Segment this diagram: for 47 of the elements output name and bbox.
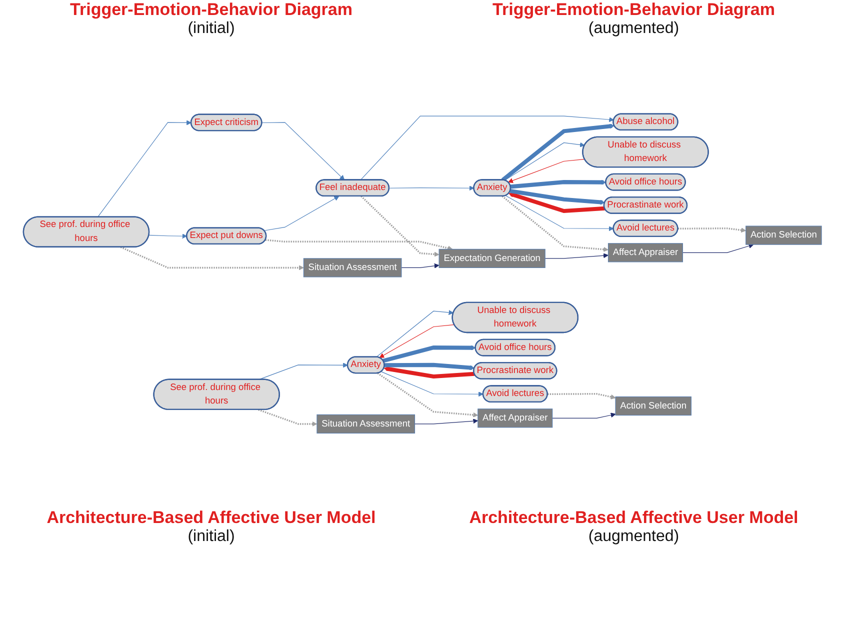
arrow xyxy=(510,188,606,204)
node-box: Action Selection xyxy=(615,396,692,416)
arrow xyxy=(388,185,474,190)
arrow xyxy=(262,122,345,180)
arrow xyxy=(502,195,608,252)
arrow xyxy=(505,194,614,231)
panel-heading: Architecture-Based Affective User Model xyxy=(469,508,798,527)
arrow xyxy=(258,408,318,426)
arrow xyxy=(504,142,585,180)
panel-subheading: (initial) xyxy=(188,20,235,37)
panel-subheading: (augmented) xyxy=(588,20,680,37)
node-box: Expectation Generation xyxy=(438,248,546,268)
arrow xyxy=(360,195,440,256)
arrow xyxy=(382,344,476,362)
panel-subheading: (initial) xyxy=(188,528,235,545)
arrow xyxy=(678,226,746,232)
panel-heading: Trigger-Emotion-Behavior Diagram xyxy=(492,0,775,19)
arrow xyxy=(376,309,454,357)
arrow xyxy=(360,115,614,180)
arrow xyxy=(548,392,616,399)
arrow xyxy=(381,370,484,396)
arrow xyxy=(682,242,754,252)
arrow xyxy=(265,238,453,250)
panel-heading: Trigger-Emotion-Behavior Diagram xyxy=(70,0,352,19)
arrow xyxy=(414,418,478,424)
panel-heading: Architecture-Based Affective User Model xyxy=(46,508,376,527)
arrow xyxy=(508,158,585,183)
node-box: Situation Assessment xyxy=(303,258,402,277)
arrow xyxy=(120,246,304,270)
arrow xyxy=(552,412,616,418)
arrow xyxy=(97,120,192,217)
arrow xyxy=(377,372,478,417)
panel-subheading: (augmented) xyxy=(588,528,680,545)
arrow xyxy=(501,123,615,182)
arrow xyxy=(508,192,605,213)
node-box: Affect Appraiser xyxy=(608,242,683,262)
node-box: Affect Appraiser xyxy=(478,408,553,428)
arrow xyxy=(384,366,475,378)
arrow xyxy=(510,179,606,188)
arrow xyxy=(544,252,608,258)
node-box: Situation Assessment xyxy=(316,414,416,433)
arrow xyxy=(148,233,188,238)
arrow xyxy=(379,324,455,358)
node-box: Action Selection xyxy=(746,225,822,244)
arrow xyxy=(264,196,340,230)
arrow xyxy=(401,262,440,268)
arrow xyxy=(384,362,475,370)
